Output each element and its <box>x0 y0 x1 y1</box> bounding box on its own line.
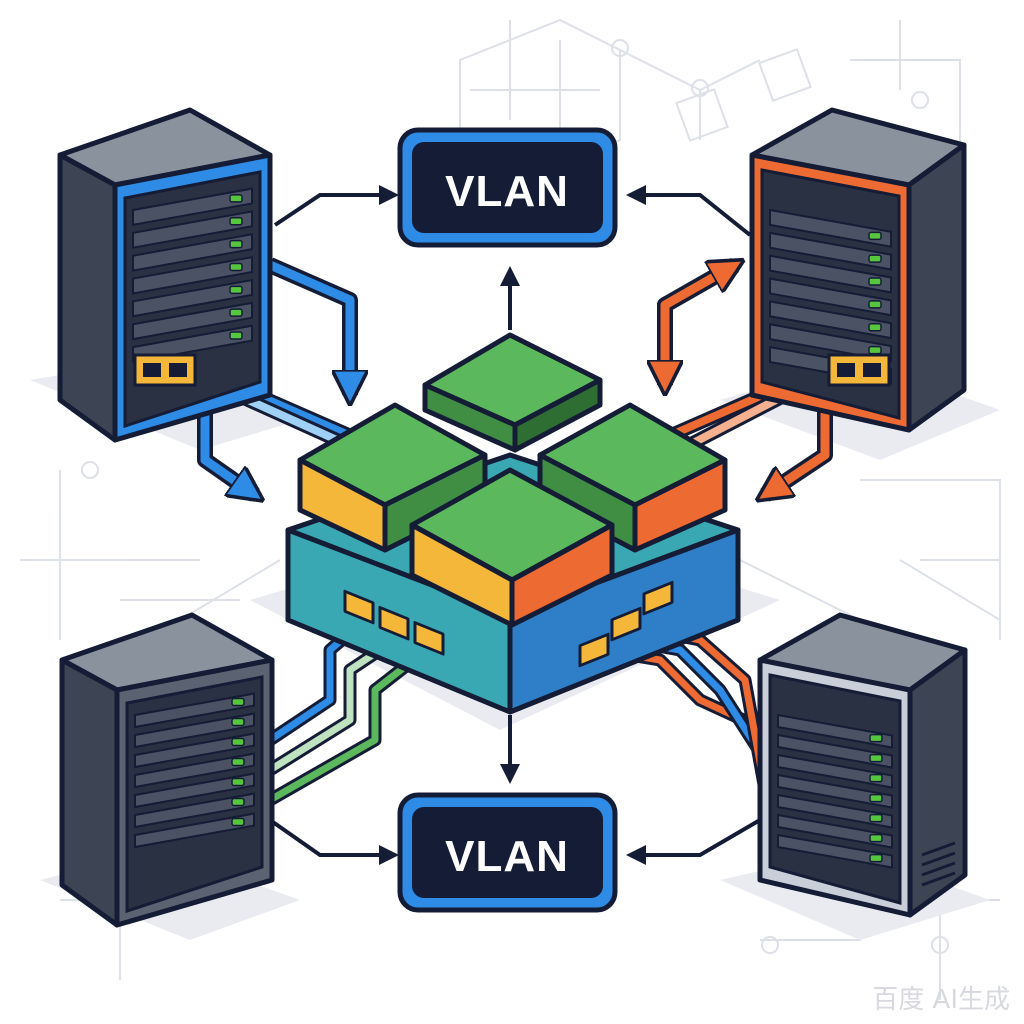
drive-slot <box>777 733 893 769</box>
orange-flow-arrows <box>665 265 833 495</box>
ethernet-port-socket <box>143 363 161 377</box>
status-led <box>869 773 883 783</box>
status-led <box>869 833 883 843</box>
server-top-right <box>749 107 967 433</box>
vlan-box-bottom[interactable]: VLAN <box>397 792 618 913</box>
drive-slot <box>134 752 255 789</box>
status-led <box>868 345 882 355</box>
status-led <box>868 277 882 286</box>
drive-slot <box>132 301 253 341</box>
drive-slot <box>777 773 893 809</box>
drive-slot <box>132 187 253 227</box>
drive-slot <box>134 772 255 809</box>
status-led <box>868 300 882 309</box>
status-led <box>869 733 883 743</box>
vlan-box-top[interactable]: VLAN <box>397 127 618 248</box>
server-side-face <box>906 142 967 433</box>
status-led <box>231 717 245 727</box>
vlan-flow-arrows <box>268 185 762 865</box>
drive-slot <box>769 300 892 340</box>
status-led <box>869 753 883 763</box>
server-top-left <box>57 107 273 443</box>
drive-slot <box>132 255 253 295</box>
drive-slot <box>777 833 893 869</box>
drive-slot <box>132 210 253 249</box>
servers <box>57 107 968 928</box>
vent-slot <box>921 871 956 887</box>
status-led <box>868 254 882 263</box>
arrow-blue-down <box>268 260 350 395</box>
server-side-face <box>57 152 118 443</box>
drive-slot <box>777 813 893 849</box>
drive-slot <box>134 792 255 829</box>
status-led <box>229 331 243 340</box>
drive-slot <box>134 812 255 849</box>
status-led <box>229 262 243 272</box>
drive-slot <box>777 713 893 749</box>
drive-slot <box>132 278 253 318</box>
central-switch <box>285 332 741 715</box>
status-led <box>231 777 245 787</box>
watermark: 百度 AI生成 <box>872 985 1010 1015</box>
status-led <box>868 231 882 241</box>
status-led <box>229 239 243 249</box>
arrow-bottom-left-to-vlan <box>268 818 399 865</box>
status-led <box>869 793 883 803</box>
status-led <box>229 194 243 203</box>
vent-slot <box>921 861 956 877</box>
drive-slot <box>769 254 892 294</box>
status-led <box>231 697 245 707</box>
ethernet-port-socket <box>169 363 187 377</box>
switch-module-front <box>409 467 615 628</box>
arrow-top-left-to-vlan <box>273 185 399 227</box>
ethernet-port-socket <box>837 363 855 377</box>
status-led <box>868 323 882 332</box>
drive-slot <box>134 692 255 729</box>
drive-slot <box>132 324 253 364</box>
drive-slot <box>769 323 892 363</box>
status-led <box>869 853 883 863</box>
status-led <box>231 797 245 807</box>
arrow-bottom-right-to-vlan <box>626 818 762 865</box>
ethernet-port-socket <box>863 363 881 377</box>
server-bottom-right <box>757 612 968 918</box>
status-led <box>229 285 243 295</box>
status-led <box>229 308 243 317</box>
drive-slot <box>134 712 255 749</box>
vlan-bottom-label: VLAN <box>445 832 569 881</box>
drive-slot <box>777 793 893 829</box>
drive-slot <box>769 208 892 248</box>
status-led <box>231 817 245 827</box>
switch-ports-right <box>578 580 674 668</box>
switch-module-back <box>422 332 603 453</box>
vent-slot <box>921 851 956 867</box>
status-led <box>229 216 243 226</box>
server-side-face <box>59 657 120 928</box>
drive-slot <box>134 732 255 769</box>
arrow-top-right-to-vlan <box>626 185 752 237</box>
switch-ports-left <box>343 589 445 656</box>
vlan-top-label: VLAN <box>445 167 569 216</box>
drive-slot <box>769 231 892 271</box>
drive-slot <box>769 277 892 317</box>
arrow-orange-bidirectional <box>665 265 735 385</box>
arrow-orange-to-hub <box>765 395 830 495</box>
drive-slot <box>132 233 253 272</box>
vent-slot <box>921 841 956 857</box>
server-bottom-left <box>59 612 275 928</box>
status-led <box>231 737 245 747</box>
drive-slot <box>777 753 893 789</box>
status-led <box>869 813 883 823</box>
server-side-face <box>907 647 968 918</box>
status-led <box>231 757 245 767</box>
